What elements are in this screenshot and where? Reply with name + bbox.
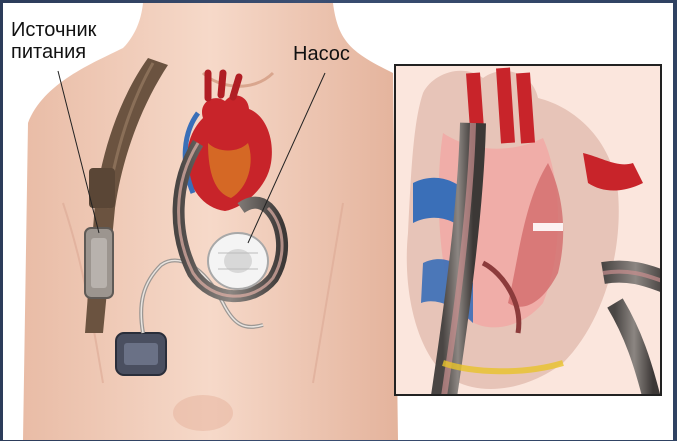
illustration-panel: Источник питания Насос <box>3 3 673 440</box>
power-source-battery <box>85 228 113 298</box>
torso <box>23 3 398 440</box>
lvad-illustration <box>3 3 673 440</box>
pump-label: Насос <box>293 43 350 65</box>
power-source-label: Источник питания <box>11 19 151 63</box>
pump-device <box>208 233 268 289</box>
heart-cross-section-inset <box>395 65 668 403</box>
controller-unit <box>116 333 166 375</box>
